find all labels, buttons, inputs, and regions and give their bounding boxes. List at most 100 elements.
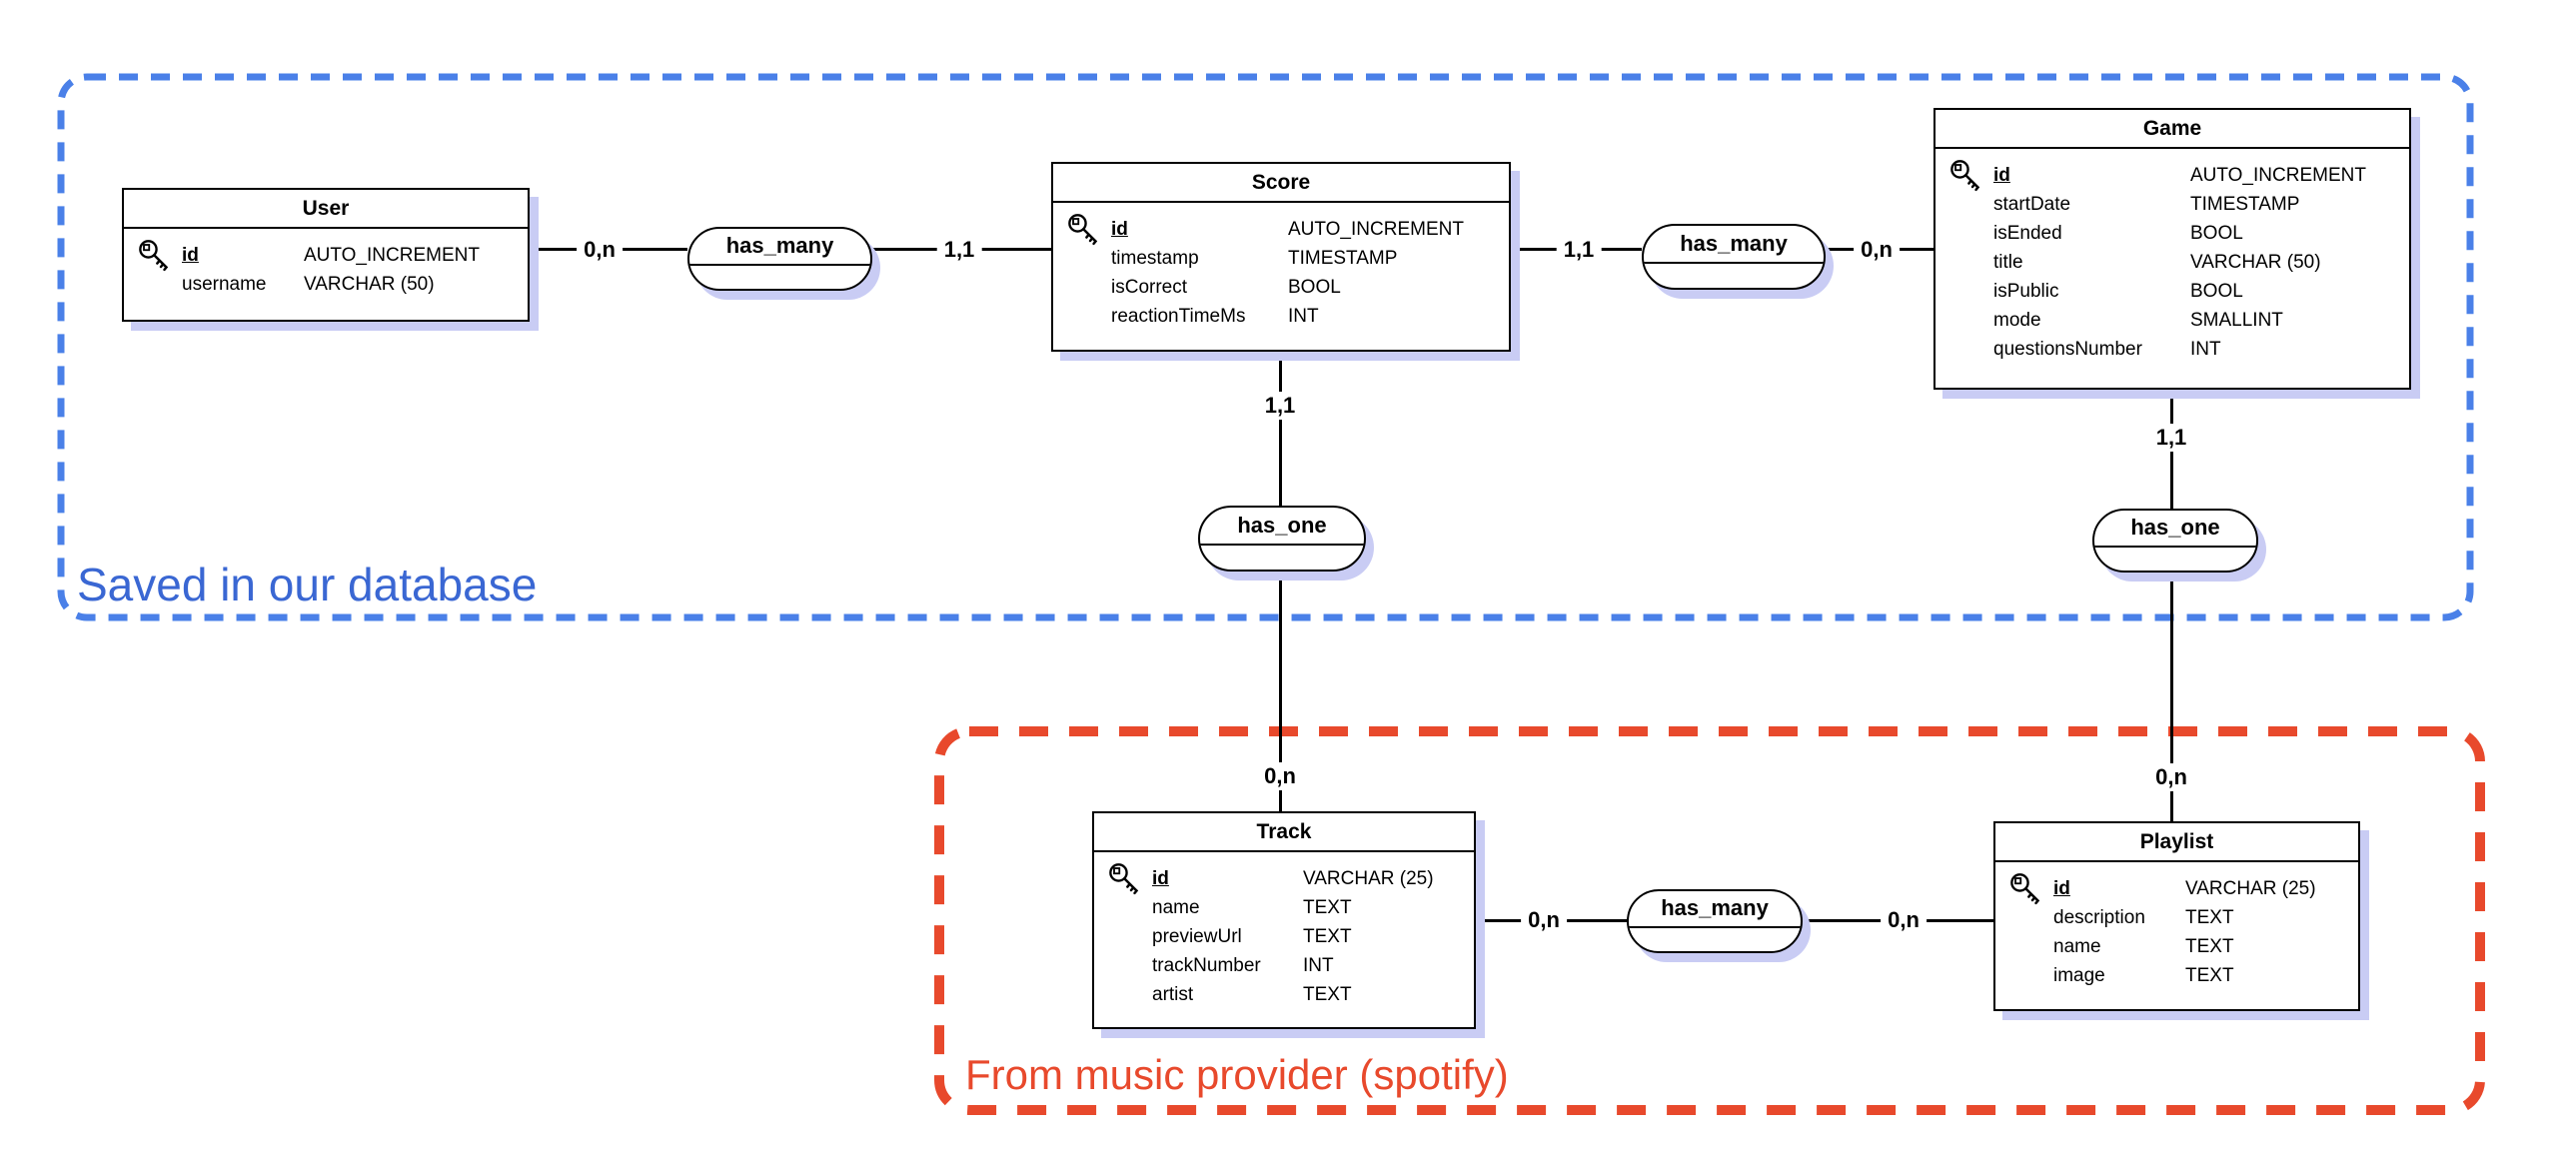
entity-track: Track id VARCHAR (25) name TEXT previewU… (1092, 811, 1476, 1029)
attribute-type: TEXT (1303, 925, 1352, 947)
attribute-row: timestamp TIMESTAMP (1053, 244, 1509, 273)
attribute-type: VARCHAR (25) (1303, 867, 1434, 889)
attribute-row: artist TEXT (1094, 980, 1474, 1009)
attribute-row: id AUTO_INCREMENT (124, 239, 528, 271)
cardinality-label: 0,n (1521, 906, 1567, 934)
key-icon (139, 239, 169, 271)
key-icon (1950, 159, 1980, 191)
attribute-row: id VARCHAR (25) (1995, 872, 2358, 904)
attribute-row: isEnded BOOL (1935, 219, 2409, 248)
attribute-row: id AUTO_INCREMENT (1935, 159, 2409, 191)
attribute-row: image TEXT (1995, 961, 2358, 990)
attribute-row: questionsNumber INT (1935, 335, 2409, 364)
relationship-label: has_many (1629, 891, 1801, 928)
attribute-name: username (182, 273, 267, 295)
attribute-name: artist (1152, 983, 1194, 1005)
cardinality-label: 1,1 (1257, 392, 1303, 420)
entity-title: Playlist (1995, 823, 2358, 862)
attribute-name: startDate (1993, 193, 2071, 215)
attribute-name: questionsNumber (1993, 338, 2142, 360)
attribute-row: id VARCHAR (25) (1094, 862, 1474, 894)
our-database-group-box (57, 73, 2474, 621)
attribute-row: previewUrl TEXT (1094, 922, 1474, 951)
relationship-label: has_one (1200, 508, 1364, 546)
relationship-score-game: has_many (1642, 224, 1826, 290)
relationship-label: has_many (689, 229, 870, 266)
attribute-name: id (2053, 877, 2070, 899)
attribute-row: reactionTimeMs INT (1053, 302, 1509, 331)
group-label-music-provider: From music provider (spotify) (965, 1051, 1509, 1098)
relationship-label: has_many (1644, 226, 1824, 264)
cardinality-label: 0,n (1257, 762, 1303, 790)
attribute-type: TEXT (1303, 983, 1352, 1005)
key-icon (2010, 872, 2040, 904)
relationship-score-track: has_one (1198, 506, 1366, 572)
connector-line (1279, 570, 1282, 813)
attribute-name: description (2053, 906, 2145, 928)
connector-line (1279, 350, 1282, 508)
attribute-name: title (1993, 251, 2023, 273)
attribute-type: TIMESTAMP (2190, 193, 2300, 215)
attribute-name: id (182, 244, 199, 266)
attribute-type: AUTO_INCREMENT (304, 244, 480, 266)
attribute-name: isPublic (1993, 280, 2059, 302)
attribute-row: title VARCHAR (50) (1935, 248, 2409, 277)
relationship-label: has_one (2094, 511, 2256, 548)
attribute-name: name (2053, 935, 2101, 957)
attribute-name: previewUrl (1152, 925, 1242, 947)
entity-playlist: Playlist id VARCHAR (25) description TEX… (1993, 821, 2360, 1011)
attribute-type: INT (1288, 305, 1319, 327)
attribute-type: TEXT (2185, 935, 2234, 957)
key-icon (1109, 862, 1139, 894)
cardinality-label: 0,n (577, 236, 623, 264)
attribute-name: reactionTimeMs (1111, 305, 1246, 327)
entity-title: Game (1935, 110, 2409, 149)
attribute-type: VARCHAR (50) (2190, 251, 2321, 273)
cardinality-label: 1,1 (1556, 236, 1602, 264)
group-label-our-database: Saved in our database (77, 559, 538, 610)
attribute-row: name TEXT (1094, 893, 1474, 922)
cardinality-label: 0,n (1854, 236, 1900, 264)
attribute-row: mode SMALLINT (1935, 306, 2409, 335)
attribute-type: SMALLINT (2190, 309, 2283, 331)
entity-score: Score id AUTO_INCREMENT timestamp TIMEST… (1051, 162, 1511, 352)
attribute-row: isPublic BOOL (1935, 277, 2409, 306)
attribute-type: TEXT (1303, 896, 1352, 918)
attribute-name: id (1111, 218, 1128, 240)
attribute-row: id AUTO_INCREMENT (1053, 213, 1509, 245)
attribute-type: BOOL (1288, 276, 1341, 298)
attribute-name: isEnded (1993, 222, 2062, 244)
attribute-type: TIMESTAMP (1288, 247, 1398, 269)
cardinality-label: 1,1 (936, 236, 982, 264)
entity-game: Game id AUTO_INCREMENT startDate TIMESTA… (1933, 108, 2411, 390)
attribute-type: TEXT (2185, 964, 2234, 986)
attribute-row: username VARCHAR (50) (124, 270, 528, 299)
attribute-type: BOOL (2190, 222, 2243, 244)
entity-title: Track (1094, 813, 1474, 852)
attribute-type: TEXT (2185, 906, 2234, 928)
relationship-game-playlist: has_one (2092, 509, 2258, 573)
attribute-row: description TEXT (1995, 903, 2358, 932)
cardinality-label: 0,n (1881, 906, 1927, 934)
relationship-user-score: has_many (687, 227, 872, 291)
attribute-name: name (1152, 896, 1200, 918)
cardinality-label: 1,1 (2148, 424, 2194, 452)
attribute-name: id (1993, 164, 2010, 186)
attribute-type: VARCHAR (50) (304, 273, 435, 295)
connector-line (2170, 571, 2173, 823)
attribute-row: name TEXT (1995, 932, 2358, 961)
attribute-row: startDate TIMESTAMP (1935, 190, 2409, 219)
entity-title: Score (1053, 164, 1509, 203)
key-icon (1068, 213, 1098, 245)
attribute-name: timestamp (1111, 247, 1199, 269)
cardinality-label: 0,n (2148, 763, 2194, 791)
attribute-name: mode (1993, 309, 2041, 331)
attribute-row: trackNumber INT (1094, 951, 1474, 980)
attribute-type: INT (1303, 954, 1334, 976)
entity-user: User id AUTO_INCREMENT username VARCHAR … (122, 188, 530, 322)
attribute-name: image (2053, 964, 2105, 986)
relationship-track-playlist: has_many (1627, 889, 1803, 953)
entity-title: User (124, 190, 528, 229)
